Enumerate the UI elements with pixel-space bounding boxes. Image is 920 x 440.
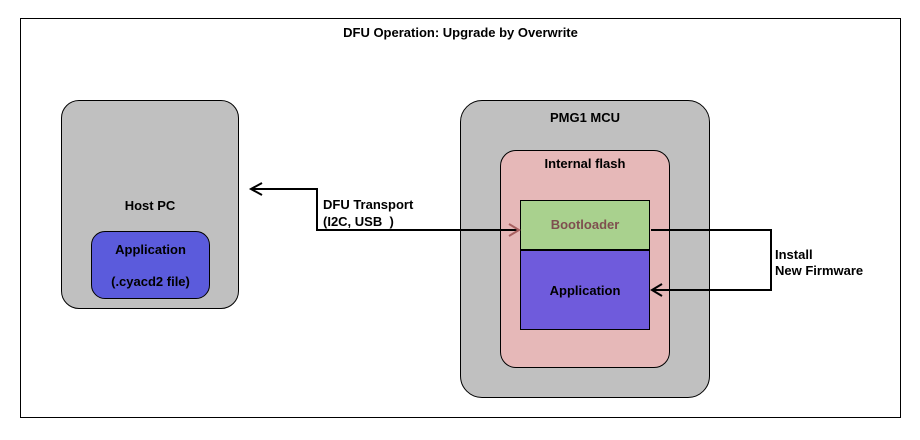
- mcu-application-box: [520, 250, 650, 330]
- diagram-frame: [20, 18, 901, 418]
- host-pc-label: Host PC: [124, 198, 176, 213]
- diagram-title: DFU Operation: Upgrade by Overwrite: [343, 25, 578, 40]
- dfu-transport-label: DFU Transport: [323, 197, 414, 212]
- dfu-transport-protocols-label: (I2C, USB ): [323, 214, 394, 229]
- mcu-application-label: Application: [549, 283, 621, 298]
- new-firmware-label: New Firmware: [775, 263, 864, 278]
- install-label: Install: [775, 247, 813, 262]
- internal-flash-label: Internal flash: [544, 156, 626, 171]
- mcu-label: PMG1 MCU: [549, 110, 621, 125]
- host-application-label: Application: [115, 242, 186, 257]
- bootloader-label: Bootloader: [550, 217, 620, 232]
- host-application-box: [91, 231, 210, 299]
- host-application-file-label: (.cyacd2 file): [111, 274, 190, 289]
